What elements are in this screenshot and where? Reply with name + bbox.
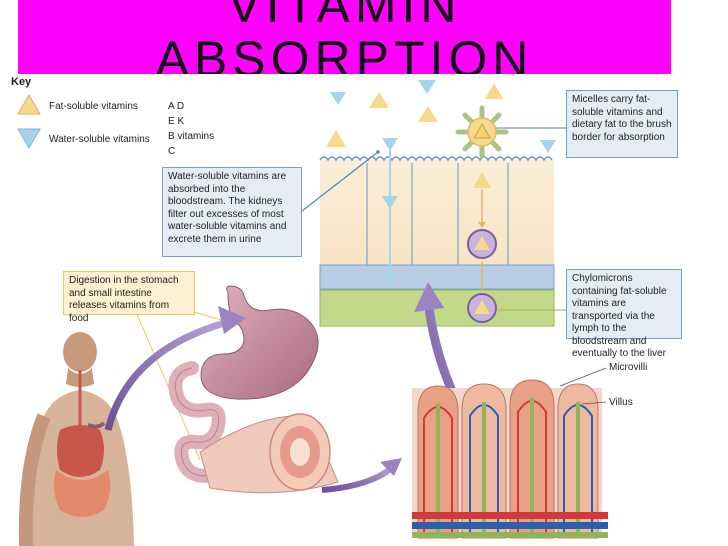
stomach: [200, 285, 319, 400]
human-figure: [18, 332, 134, 546]
fat-soluble-triangle-icon: [17, 94, 41, 115]
arrow-tube-to-villi: [321, 458, 402, 493]
water-vitamin-triangle-icon: [382, 138, 398, 151]
fat-soluble-label: Fat-soluble vitamins: [49, 101, 138, 112]
small-intestine: [168, 361, 226, 483]
water-vitamin-triangle-icon: [330, 92, 346, 105]
fat-vitamin-triangle-icon: [326, 130, 346, 147]
fat-vitamins-row-1: A D: [168, 101, 185, 112]
page-title: VITAMIN ABSORPTION: [18, 0, 671, 74]
title-line-2: ABSORPTION: [155, 31, 534, 74]
arrow-body-to-stomach: [104, 306, 246, 431]
microvilli-label: Microvilli: [609, 362, 648, 373]
villi-illustration: [412, 379, 608, 539]
water-vitamin-triangle-icon: [382, 272, 398, 285]
water-vitamin-triangle-icon: [382, 196, 398, 209]
intestine-cross-section: [199, 413, 339, 494]
water-soluble-triangle-icon: [17, 128, 41, 149]
title-line-1: VITAMIN: [227, 0, 462, 33]
fat-vitamin-triangle-icon: [369, 92, 389, 108]
water-vitamin-triangle-icon: [540, 140, 556, 153]
intestinal-epithelium: [319, 156, 554, 265]
water-absorption-callout: Water-soluble vitamins are absorbed into…: [162, 167, 302, 257]
title-banner: VITAMIN ABSORPTION: [18, 0, 671, 74]
water-soluble-label: Water-soluble vitamins: [49, 134, 150, 145]
micelle: [455, 105, 509, 159]
blood-vessel-band: [319, 264, 555, 290]
villus-label: Villus: [609, 397, 633, 408]
digestion-callout: Digestion in the stomach and small intes…: [63, 271, 195, 324]
fat-vitamins-row-2: E K: [168, 116, 185, 127]
water-vitamins-row-1: B vitamins: [168, 131, 215, 142]
fat-vitamin-triangle-icon: [418, 106, 438, 122]
water-vitamins-row-2: C: [168, 146, 176, 157]
water-vitamin-triangle-icon: [418, 80, 436, 94]
chylomicrons-callout: Chylomicrons containing fat-soluble vita…: [566, 269, 682, 359]
fat-vitamin-triangle-icon: [485, 83, 503, 99]
fat-vitamin-triangle-icon: [473, 172, 491, 188]
micelles-callout: Micelles carry fat-soluble vitamins and …: [566, 90, 678, 158]
key-title: Key: [11, 76, 32, 88]
